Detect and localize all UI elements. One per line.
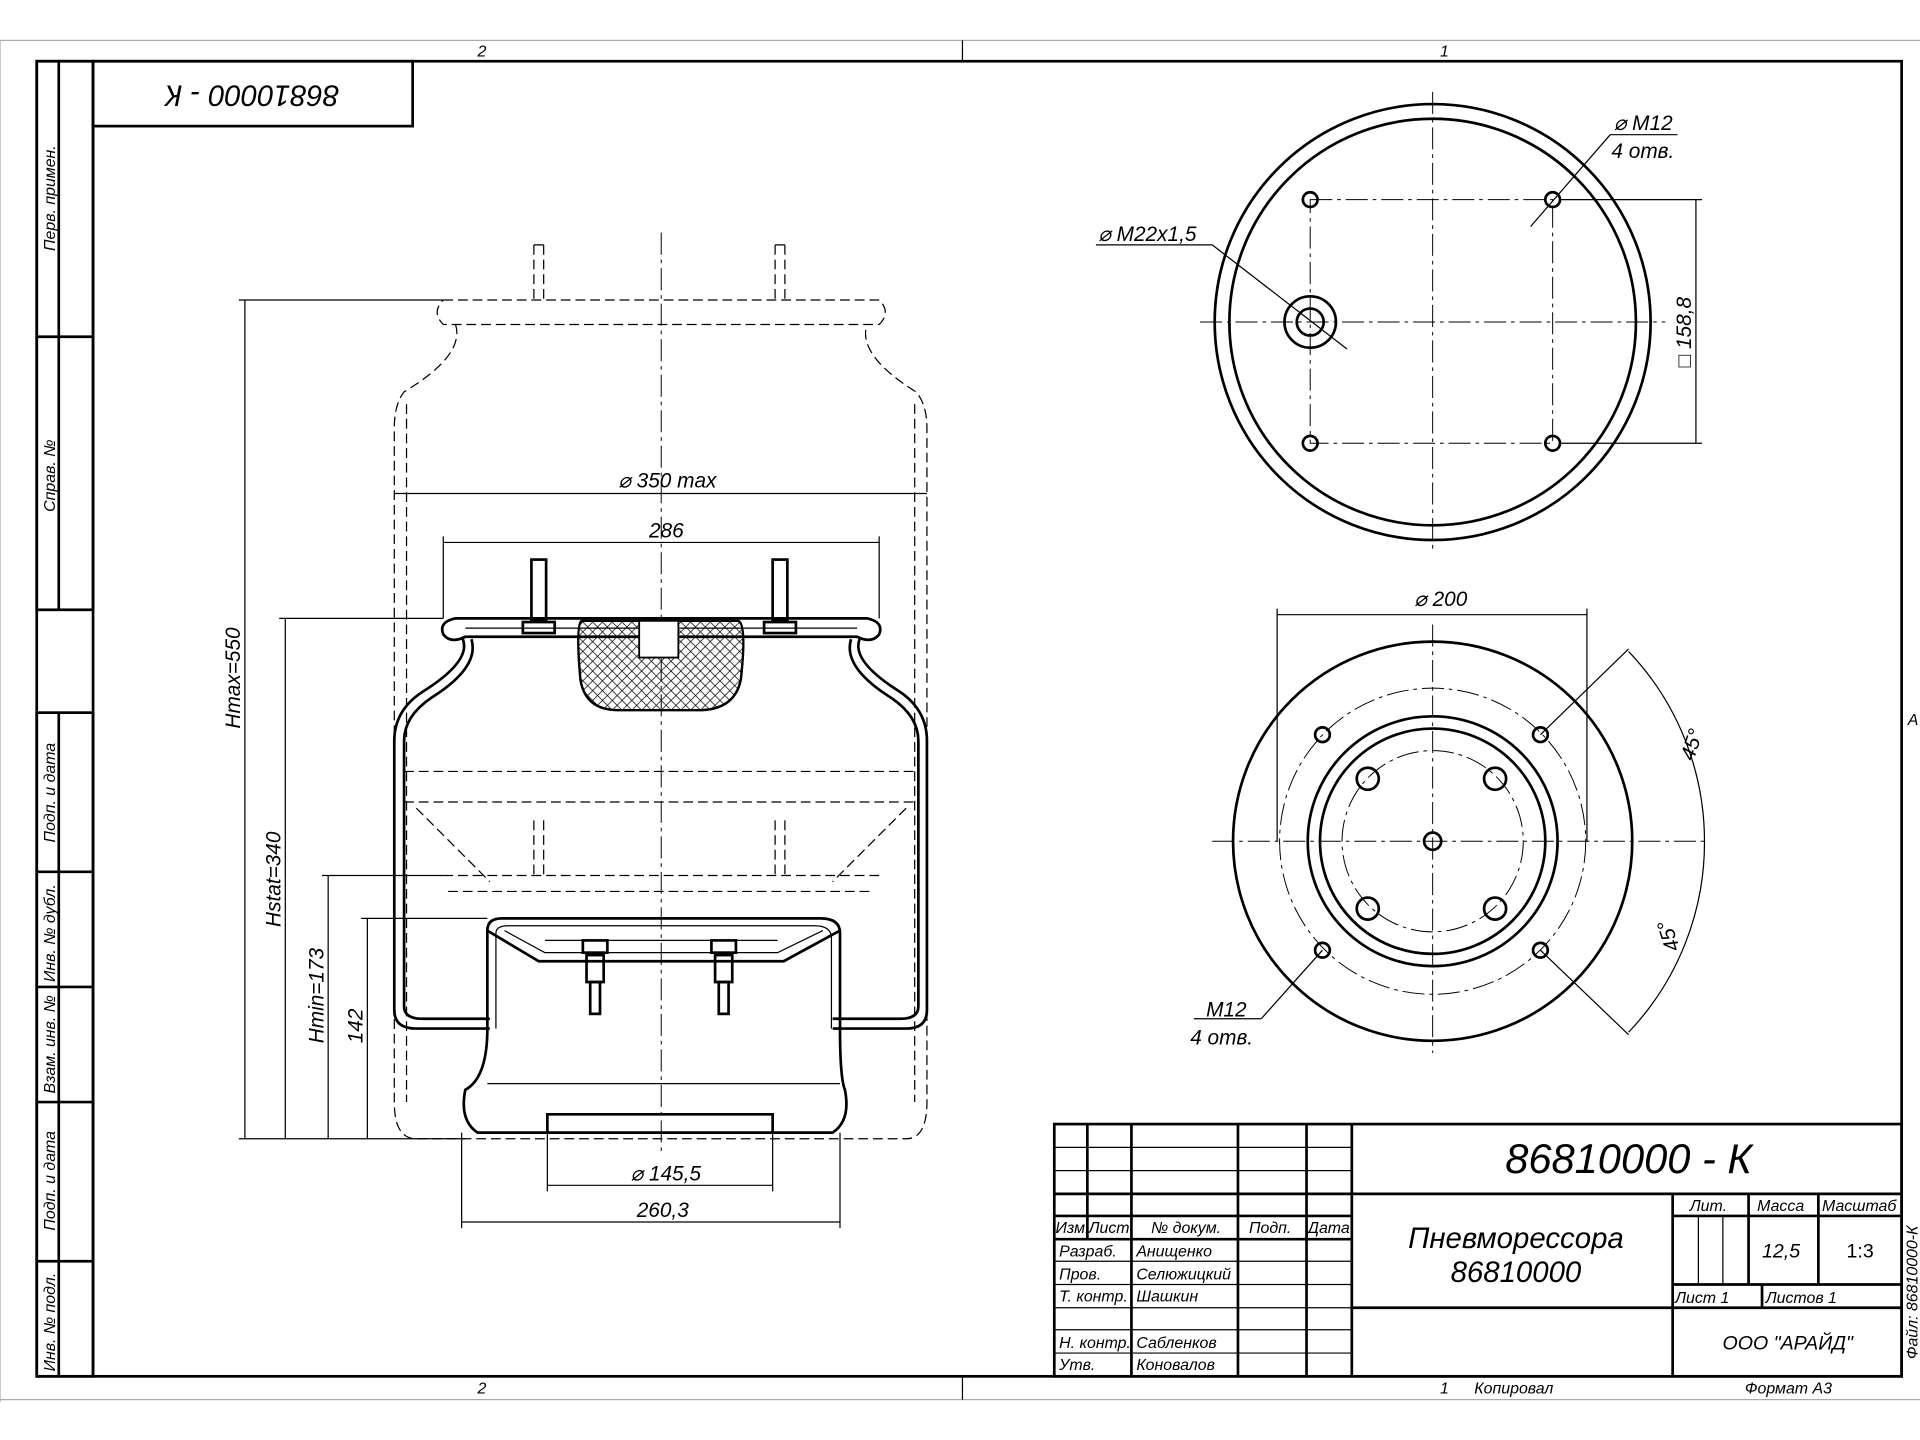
- role: Утв.: [1058, 1357, 1095, 1374]
- corner-code: 86810000 - К: [164, 79, 340, 112]
- side-strip: Перв. примен. Справ. № Подп. и дата Инв.…: [35, 59, 95, 1378]
- dim-hmin: Hmin=173: [305, 947, 328, 1043]
- role: Т. контр.: [1059, 1289, 1128, 1306]
- dim-holes-bottom: 4 отв.: [1190, 1026, 1253, 1049]
- person: Анищенко: [1135, 1243, 1212, 1260]
- side-dimensions: Hmax=550 Hstat=340 Hmin=173 142 ⌀ 350 ma…: [222, 299, 927, 1229]
- sheets-label: Листов 1: [1765, 1290, 1837, 1307]
- copied-label: Копировал: [1474, 1380, 1553, 1397]
- role: Н. контр.: [1059, 1335, 1131, 1352]
- mass-value: 12,5: [1762, 1241, 1800, 1263]
- sheet-label: Лист 1: [1674, 1290, 1729, 1307]
- sheet-frame: 2 1 2 1 Копировал Формат А3 A Файл: 8681…: [0, 39, 1920, 1403]
- zone-bottom-2: 2: [477, 1380, 487, 1397]
- person: Сабленков: [1136, 1335, 1216, 1352]
- dim-m22: ⌀ M22x1,5: [1098, 223, 1196, 246]
- dim-sq158: □ 158,8: [1673, 297, 1696, 368]
- header-list: Лист: [1088, 1220, 1130, 1237]
- dim-m12-top: ⌀ M12: [1614, 112, 1673, 135]
- header-izm: Изм.: [1056, 1220, 1090, 1237]
- title-block: 86810000 - К Пневморессора 86810000 Изм.…: [1052, 1122, 1903, 1378]
- dim-286: 286: [648, 520, 684, 543]
- dim-angle2: 45°: [1653, 918, 1685, 955]
- dim-d350: ⌀ 350 max: [618, 469, 717, 492]
- product-name: Пневморессора: [1408, 1222, 1624, 1255]
- format-label: Формат А3: [1745, 1380, 1832, 1397]
- dim-d200: ⌀ 200: [1414, 588, 1467, 611]
- mass-label: Масса: [1757, 1198, 1804, 1215]
- person: Селюжицкий: [1136, 1267, 1231, 1284]
- zone-bottom-1: 1: [1440, 1380, 1449, 1397]
- company-name: ООО "АРАЙД": [1723, 1331, 1855, 1354]
- dim-holes-top: 4 отв.: [1611, 140, 1674, 163]
- role: Разраб.: [1059, 1243, 1117, 1260]
- dim-m12-bottom: M12: [1206, 998, 1247, 1021]
- dim-hmax: Hmax=550: [222, 627, 245, 729]
- side-label: Подп. и дата: [42, 743, 59, 843]
- zone-top-2: 2: [477, 43, 487, 60]
- side-label: Справ. №: [42, 440, 59, 512]
- scale-label: Масштаб: [1822, 1198, 1897, 1215]
- dim-142: 142: [344, 1008, 367, 1043]
- bumper: [577, 619, 745, 712]
- file-label: Файл: 86810000-К: [1905, 1224, 1920, 1359]
- side-label: Инв. № дубл.: [42, 884, 59, 982]
- corner-code-box: 86810000 - К: [91, 59, 414, 128]
- side-view: [392, 232, 929, 1152]
- role: Пров.: [1059, 1267, 1101, 1284]
- zone-side-a: A: [1907, 712, 1919, 729]
- side-label: Взам. инв. №: [42, 995, 59, 1093]
- dim-260: 260,3: [636, 1199, 689, 1222]
- top-view: ⌀ M22x1,5 ⌀ M12 4 отв. □ 158,8: [1095, 91, 1703, 552]
- drawing-code: 86810000 - К: [1505, 1135, 1754, 1182]
- person: Коновалов: [1136, 1357, 1215, 1374]
- header-sign: Подп.: [1249, 1220, 1291, 1237]
- person: Шашкин: [1136, 1289, 1198, 1306]
- side-label: Инв. № подл.: [42, 1273, 59, 1372]
- bottom-view: ⌀ 200 45° 45° M12 4 отв.: [1190, 588, 1709, 1054]
- lit-label: Лит.: [1689, 1198, 1727, 1215]
- zone-top-1: 1: [1440, 43, 1449, 60]
- dim-hstat: Hstat=340: [262, 831, 285, 927]
- side-label: Подп. и дата: [42, 1131, 59, 1231]
- scale-value: 1:3: [1847, 1241, 1874, 1263]
- header-doc: № докум.: [1151, 1220, 1221, 1237]
- header-date: Дата: [1306, 1220, 1350, 1237]
- side-label: Перв. примен.: [42, 145, 59, 251]
- dim-d145: ⌀ 145,5: [631, 1162, 702, 1185]
- product-number: 86810000: [1451, 1256, 1582, 1289]
